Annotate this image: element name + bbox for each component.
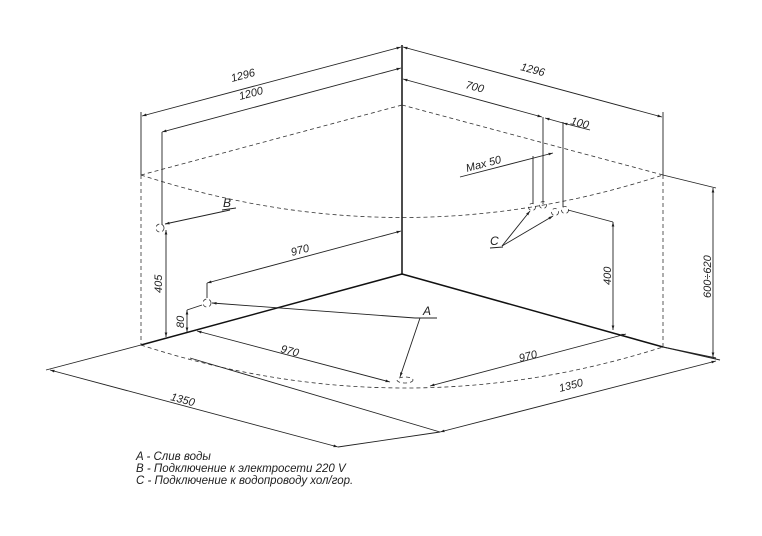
height-dimension: 600÷620	[662, 174, 717, 359]
dim-max-50: Max 50	[465, 154, 504, 175]
connector-b-icon	[155, 223, 165, 233]
overall-dimensions: 1350 1350	[45, 344, 721, 448]
legend-item-b: B - Подключение к электросети 220 V	[136, 463, 346, 475]
left-wall-floor-edge	[140, 273, 403, 346]
dim-100: 100	[569, 115, 591, 132]
dim-405: 405	[153, 274, 165, 293]
dim-80: 80	[175, 315, 187, 328]
dim-lower-right-970: 970	[518, 348, 540, 365]
cold-water-2-icon	[551, 208, 559, 216]
legend: A - Слив воды B - Подключение к электрос…	[136, 451, 353, 487]
walls	[140, 45, 664, 348]
marker-c: C	[490, 234, 499, 248]
water-connection-c: C 400	[489, 201, 615, 330]
marker-a: A	[422, 304, 431, 318]
legend-item-c: C - Подключение к водопроводу хол/гор.	[136, 475, 354, 487]
electric-connection-b: B 405	[153, 196, 237, 337]
right-wall-floor-edge	[401, 273, 664, 348]
dim-upper-970: 970	[290, 242, 312, 259]
overflow-icon	[202, 298, 212, 308]
dim-right-1296: 1296	[519, 61, 547, 79]
dim-600-620: 600÷620	[702, 254, 714, 298]
dim-700: 700	[464, 79, 486, 96]
cold-water-icon	[528, 203, 536, 211]
hot-water-icon	[539, 201, 547, 209]
dim-floor-right-1350: 1350	[558, 377, 586, 395]
dim-400: 400	[602, 266, 614, 285]
hot-water-2-icon	[561, 206, 569, 214]
dim-floor-left-1350: 1350	[169, 391, 197, 409]
dim-left-1296: 1296	[230, 67, 258, 85]
drain-icon	[396, 376, 414, 384]
dim-left-1200: 1200	[238, 85, 266, 103]
overflow-connection: 970 A 80	[175, 230, 437, 384]
legend-item-a: A - Слив воды	[136, 451, 211, 463]
dim-lower-left-970: 970	[279, 343, 301, 360]
marker-b: B	[223, 196, 231, 210]
floor-dimensions: 970 970	[196, 330, 627, 387]
